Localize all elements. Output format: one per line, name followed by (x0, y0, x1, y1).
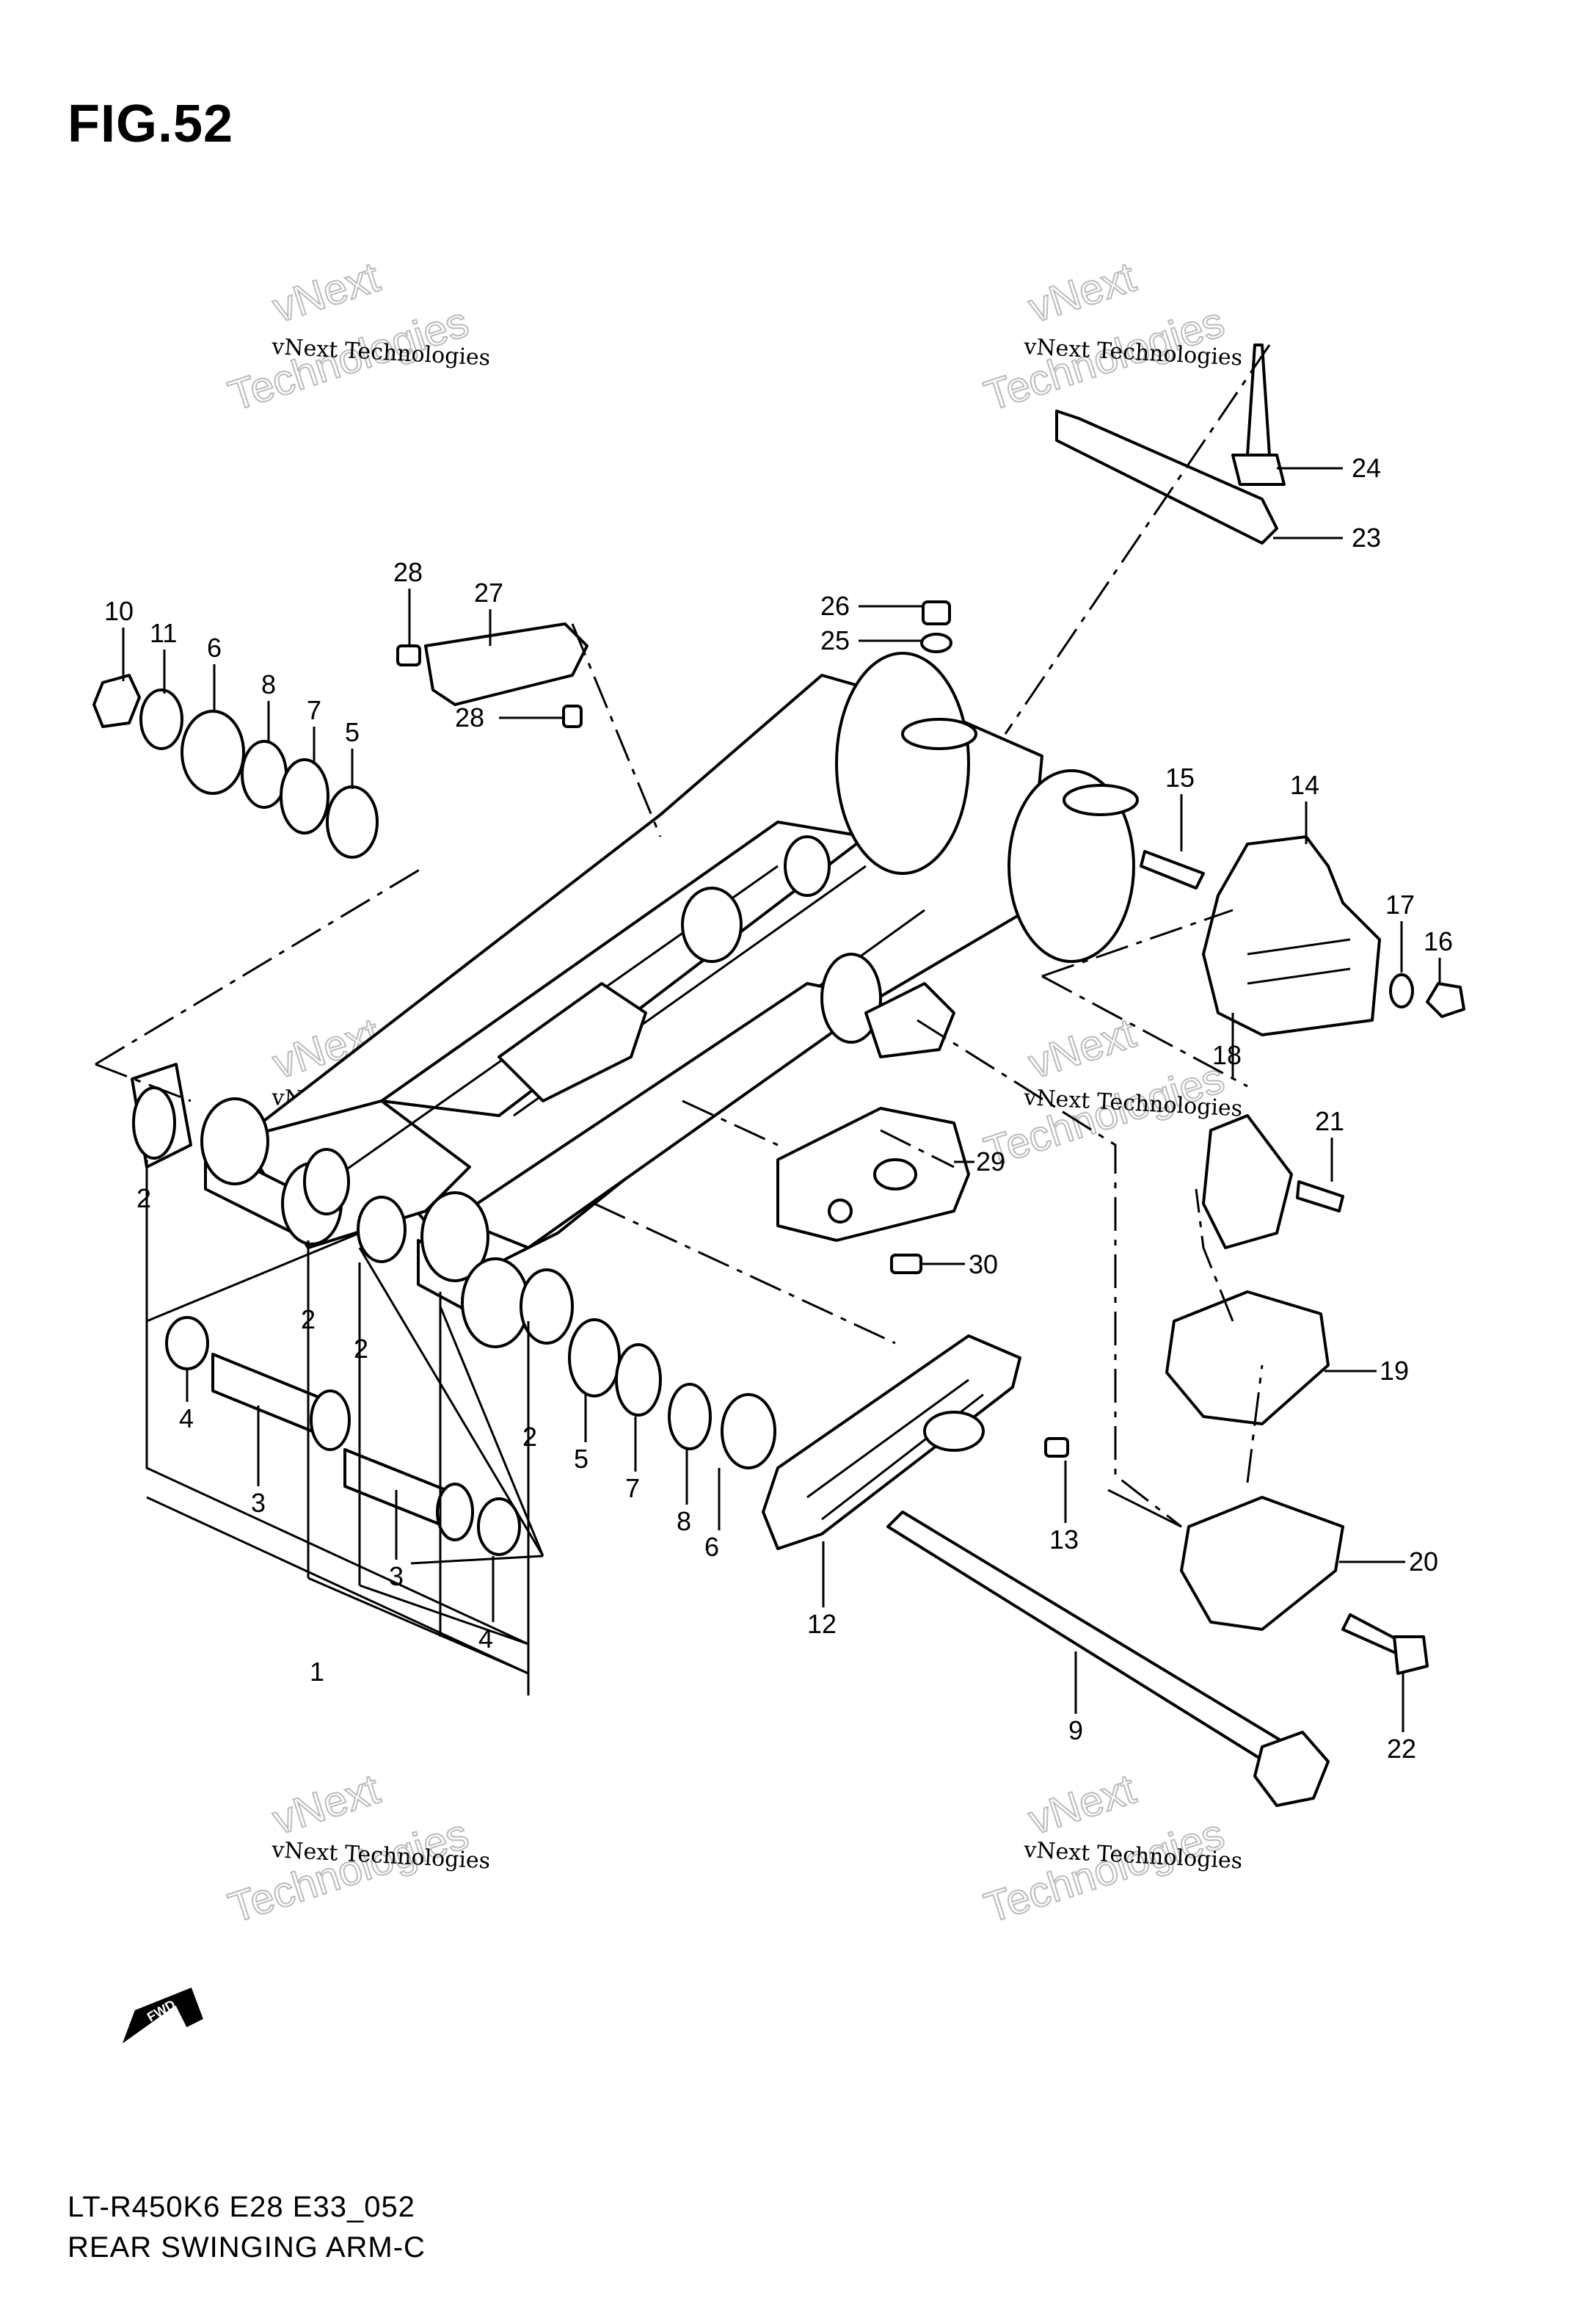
swing-arm-body (241, 652, 1139, 1279)
callout-22: 22 (1387, 1734, 1416, 1764)
watermark-top-right: vNext Technologies vNext Technologies (978, 252, 1243, 421)
callout-14: 14 (1290, 770, 1319, 800)
watermark-top-left: vNext Technologies vNext Technologies (222, 252, 491, 421)
callout-27: 27 (474, 578, 503, 608)
svg-text:vNext: vNext (1023, 1765, 1141, 1844)
callout-12: 12 (807, 1609, 837, 1639)
chain-guide (762, 1334, 1021, 1550)
callout-25: 25 (820, 625, 850, 655)
callout-20: 20 (1409, 1546, 1438, 1577)
callout-7: 7 (307, 695, 321, 725)
callout-29: 29 (976, 1146, 1005, 1177)
chain-slider-rail (1055, 343, 1286, 545)
stopper-bracket (424, 622, 589, 706)
callout-1: 1 (310, 1657, 324, 1687)
watermark-middle-right: vNext Technologies vNext Technologies (978, 1008, 1243, 1177)
left-upper-bearing-stack (92, 674, 379, 859)
svg-text:vNext: vNext (1023, 253, 1141, 332)
callout-7-b: 7 (625, 1473, 640, 1503)
callout-6: 6 (207, 633, 222, 663)
dashed-assembly-lines (95, 344, 1271, 1528)
callout-2-a: 2 (136, 1183, 151, 1213)
callout-21: 21 (1315, 1106, 1344, 1136)
callout-18: 18 (1212, 1040, 1242, 1070)
needle-bearings (131, 1063, 574, 1345)
front-pivot-sleeves (200, 1097, 530, 1348)
right-lower-bearing-stack (568, 1318, 776, 1469)
svg-text:vNext: vNext (1023, 1009, 1141, 1088)
callout-19: 19 (1380, 1356, 1409, 1386)
callout-4-a: 4 (179, 1403, 194, 1433)
fwd-arrow-icon: FWD (122, 1988, 203, 2044)
svg-text:vNext: vNext (267, 1765, 385, 1844)
upper-bracket (1202, 835, 1381, 1036)
callout-10: 10 (104, 596, 134, 626)
model-code: LT-R450K6 E28 E33_052 (68, 2191, 415, 2223)
callout-2-b: 2 (301, 1304, 316, 1334)
callout-6-b: 6 (704, 1532, 719, 1562)
callout-30: 30 (969, 1249, 998, 1279)
callout-5-b: 5 (574, 1444, 589, 1474)
callout-8-b: 8 (677, 1506, 691, 1536)
callout-9: 9 (1068, 1715, 1083, 1745)
lower-collars (165, 1316, 521, 1556)
watermark-bottom-right: vNext Technologies vNext Technologies (978, 1764, 1243, 1933)
svg-text:vNext: vNext (267, 253, 385, 332)
callout-2-c: 2 (354, 1334, 368, 1364)
callout-3-b: 3 (389, 1561, 404, 1591)
callout-13: 13 (1049, 1524, 1079, 1555)
chain-cover (776, 1107, 970, 1242)
callout-28-top: 28 (393, 557, 423, 587)
assembly-name: REAR SWINGING ARM-C (68, 2231, 426, 2264)
callout-15: 15 (1165, 763, 1195, 793)
lower-brackets (1165, 1114, 1344, 1631)
callout-24: 24 (1352, 453, 1381, 483)
callout-labels: 10 11 6 8 7 5 28 27 28 26 25 24 23 15 14… (104, 453, 1453, 1764)
fasteners (396, 600, 1465, 1675)
callout-3-a: 3 (251, 1488, 266, 1518)
callout-2-d: 2 (522, 1422, 537, 1452)
callout-4-b: 4 (478, 1624, 493, 1654)
callout-17: 17 (1385, 890, 1415, 920)
callout-8: 8 (261, 669, 276, 699)
watermark-bottom-left: vNext Technologies vNext Technologies (222, 1764, 491, 1933)
callout-28-bottom: 28 (455, 702, 484, 733)
figure-title: FIG.52 (68, 95, 234, 153)
leader-lines (145, 1013, 1234, 1695)
callout-11: 11 (150, 618, 177, 648)
callout-5: 5 (345, 717, 360, 747)
callout-23: 23 (1352, 523, 1381, 553)
pivot-shaft (886, 1511, 1330, 1807)
callout-26: 26 (820, 591, 850, 621)
callout-16: 16 (1424, 926, 1453, 956)
